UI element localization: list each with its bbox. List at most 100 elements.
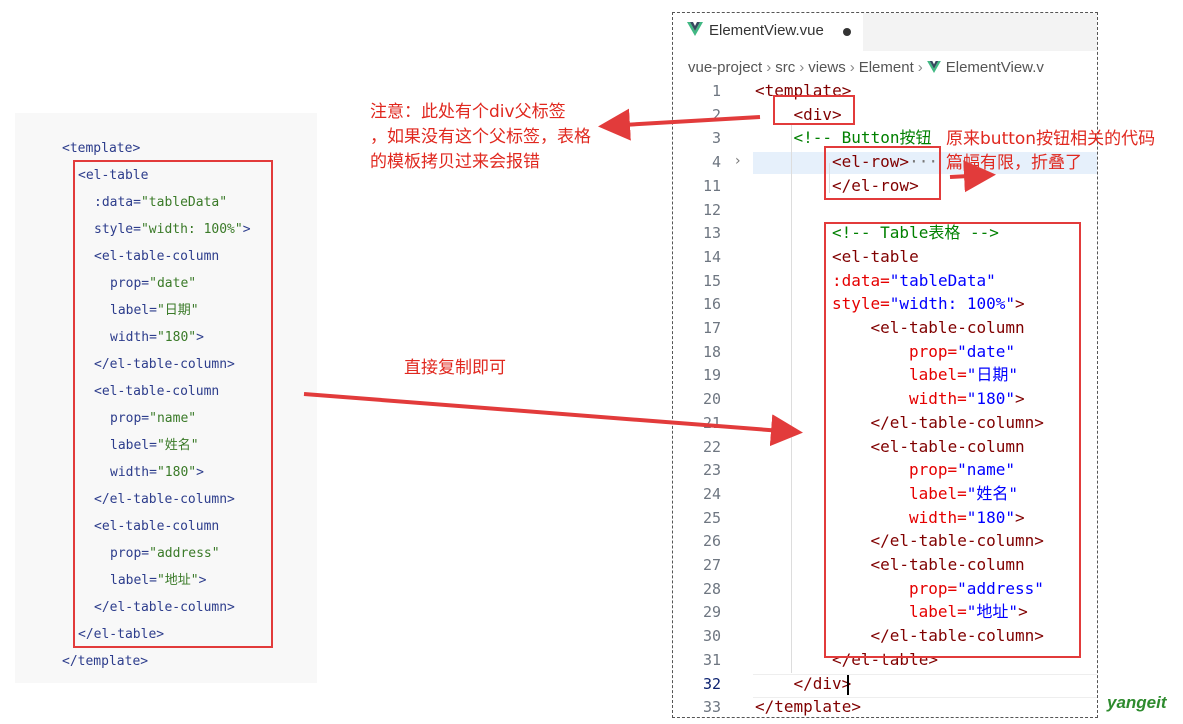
code-token: width= bbox=[909, 389, 967, 409]
line-number: 12 bbox=[702, 200, 721, 219]
breadcrumb-item[interactable]: src bbox=[775, 59, 796, 76]
code-token: "地址" bbox=[966, 602, 1019, 622]
line-number: 22 bbox=[702, 437, 721, 456]
code-token: </el-table-column> bbox=[870, 626, 1044, 646]
code-editor: ElementView.vue vue-project›src›views›El… bbox=[672, 12, 1098, 718]
code-line[interactable]: prop="date" bbox=[909, 340, 1015, 364]
code-line[interactable]: width="180"> bbox=[909, 506, 1025, 530]
code-token: </el-table-column> bbox=[870, 412, 1044, 432]
chevron-right-icon: › bbox=[917, 59, 923, 76]
breadcrumb-item[interactable]: Element bbox=[858, 59, 914, 76]
code-token: </div> bbox=[793, 673, 852, 693]
snippet-token: "日期" bbox=[156, 303, 199, 318]
code-line[interactable]: width="180"> bbox=[909, 387, 1025, 411]
snippet-line: </el-table> bbox=[78, 625, 164, 645]
code-line[interactable]: label="地址"> bbox=[909, 600, 1028, 624]
code-line[interactable]: <el-table bbox=[832, 245, 919, 269]
code-line[interactable]: <el-row>··· bbox=[832, 150, 938, 174]
code-token: prop= bbox=[909, 578, 958, 598]
indent-guide bbox=[791, 123, 792, 673]
snippet-token: "tableData" bbox=[140, 195, 228, 210]
snippet-token: <el-table-column bbox=[94, 519, 220, 534]
code-token: "width: 100%" bbox=[889, 294, 1016, 314]
snippet-token: </el-table-column> bbox=[94, 492, 235, 507]
code-line[interactable]: <div> bbox=[794, 103, 842, 127]
snippet-token: prop= bbox=[110, 276, 150, 291]
snippet-token: "180" bbox=[156, 330, 197, 345]
snippet-line: width="180"> bbox=[110, 463, 204, 483]
code-line[interactable]: <el-table-column bbox=[871, 316, 1025, 340]
snippet-line: prop="address" bbox=[110, 544, 220, 564]
arrow-to-note bbox=[598, 108, 761, 141]
snippet-token: "name" bbox=[149, 411, 197, 426]
snippet-token: :data= bbox=[94, 195, 141, 210]
snippet-line: </template> bbox=[62, 652, 148, 672]
snippet-token: > bbox=[242, 222, 251, 237]
breadcrumb-item[interactable]: ElementView.v bbox=[945, 59, 1044, 76]
code-line[interactable]: <el-table-column bbox=[871, 553, 1025, 577]
code-line[interactable]: </el-table-column> bbox=[871, 529, 1044, 553]
line-number: 29 bbox=[702, 603, 721, 622]
code-token: label= bbox=[909, 365, 967, 385]
snippet-line: <el-table-column bbox=[94, 247, 219, 267]
snippet-token: width= bbox=[110, 465, 157, 480]
code-line[interactable]: prop="name" bbox=[909, 458, 1015, 482]
arrow-to-fold bbox=[949, 160, 996, 193]
line-number: 28 bbox=[702, 579, 721, 598]
el-row-highlight-box bbox=[824, 146, 941, 200]
code-line[interactable]: </el-row> bbox=[832, 174, 919, 198]
code-line[interactable]: </template> bbox=[755, 695, 861, 717]
line-number: 14 bbox=[702, 247, 721, 266]
snippet-line: label="姓名" bbox=[110, 436, 199, 456]
code-token: "name" bbox=[957, 460, 1015, 480]
code-token: <el-table-column bbox=[870, 555, 1025, 574]
code-line[interactable]: label="姓名" bbox=[909, 482, 1018, 506]
breadcrumb-item[interactable]: views bbox=[808, 59, 846, 76]
code-line[interactable]: </el-table-column> bbox=[871, 624, 1044, 648]
line-number: 1 bbox=[711, 82, 721, 100]
code-token: "tableData" bbox=[889, 270, 996, 290]
snippet-line: </el-table-column> bbox=[94, 598, 235, 618]
unsaved-dot-icon[interactable] bbox=[843, 28, 851, 36]
line-number: 3 bbox=[711, 129, 721, 148]
breadcrumb-item[interactable]: vue-project bbox=[688, 59, 763, 76]
snippet-token: prop= bbox=[110, 411, 150, 426]
code-line[interactable]: <!-- Table表格 --> bbox=[832, 221, 999, 245]
snippet-token: </template> bbox=[62, 654, 149, 669]
snippet-token: style= bbox=[94, 222, 141, 237]
line-number: 27 bbox=[702, 556, 721, 574]
chevron-right-icon[interactable]: › bbox=[735, 153, 741, 169]
code-token: "address" bbox=[957, 578, 1044, 598]
code-token: > bbox=[1018, 602, 1028, 622]
code-token: > bbox=[1014, 389, 1025, 409]
code-line[interactable]: <el-table-column bbox=[871, 435, 1025, 459]
code-line[interactable]: style="width: 100%"> bbox=[832, 292, 1025, 316]
code-token: <el-row> bbox=[832, 152, 910, 172]
code-line[interactable]: </div> bbox=[794, 672, 852, 696]
breadcrumb: vue-project›src›views›Element›ElementVie… bbox=[688, 59, 1044, 76]
snippet-token: <el-table-column bbox=[94, 384, 220, 399]
code-line[interactable]: </el-table-column> bbox=[871, 411, 1044, 435]
code-line[interactable]: prop="address" bbox=[909, 577, 1044, 601]
snippet-token: > bbox=[196, 330, 204, 345]
snippet-token: "180" bbox=[156, 465, 197, 480]
code-line[interactable]: label="日期" bbox=[909, 363, 1018, 387]
snippet-highlight-box bbox=[73, 160, 273, 648]
code-line[interactable]: </el-table> bbox=[832, 648, 938, 672]
snippet-line: label="日期" bbox=[110, 301, 199, 321]
line-number: 2 bbox=[711, 105, 721, 124]
line-number: 32 bbox=[702, 674, 721, 693]
editor-tab[interactable]: ElementView.vue bbox=[673, 13, 863, 51]
fold-ellipsis[interactable]: ··· bbox=[909, 152, 938, 172]
code-token: label= bbox=[909, 602, 967, 622]
code-line[interactable]: <!-- Button按钮 bbox=[794, 126, 932, 150]
line-number: 24 bbox=[702, 484, 721, 503]
indent-guide bbox=[829, 163, 830, 193]
code-line[interactable]: :data="tableData" bbox=[832, 269, 996, 293]
snippet-token: <el-table-column bbox=[94, 249, 220, 264]
snippet-line: style="width: 100%"> bbox=[94, 220, 251, 240]
snippet-token: prop= bbox=[110, 546, 150, 561]
snippet-token: label= bbox=[110, 438, 157, 453]
line-number: 33 bbox=[702, 698, 721, 717]
